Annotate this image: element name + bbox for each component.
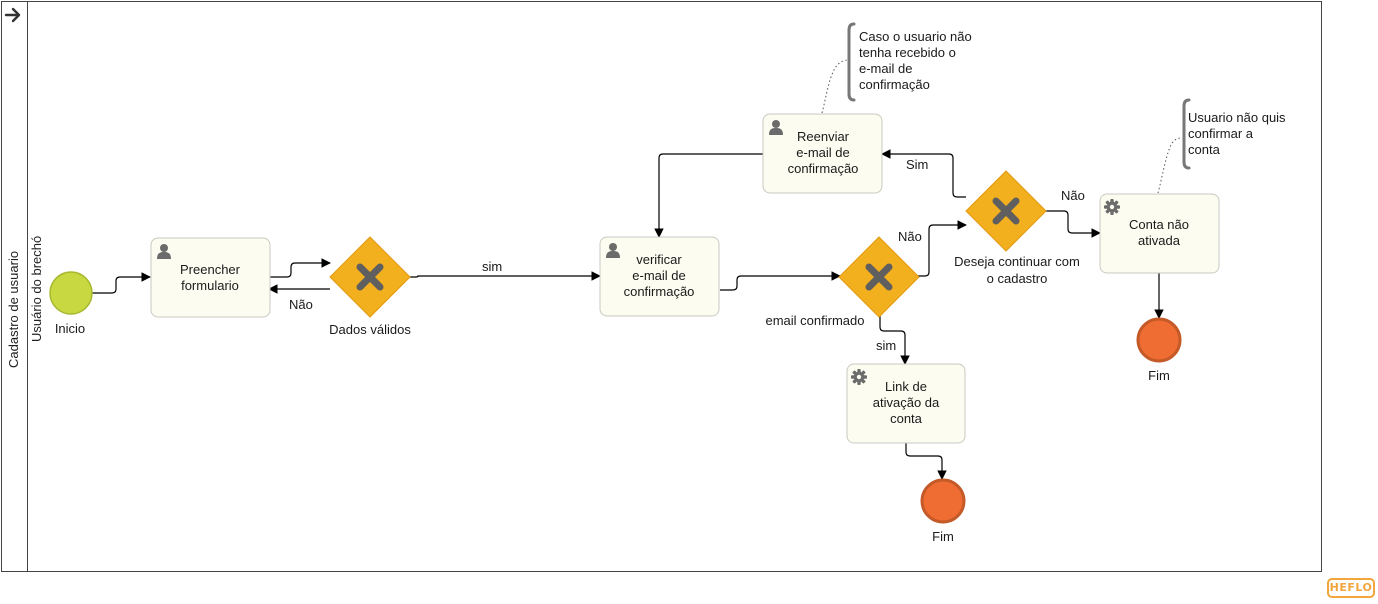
task-label-line: Conta não [1129, 217, 1189, 232]
end-event[interactable] [1136, 317, 1182, 363]
annotation-line: Usuario não quis [1188, 110, 1286, 125]
end-event-label: Fim [1148, 368, 1170, 383]
annotation-reenviar: Caso o usuario não tenha recebido o e-ma… [821, 22, 972, 114]
flow-deseja-to-reenviar[interactable] [881, 149, 966, 198]
annotation-line: confirmação [859, 77, 930, 92]
annotation-line: conta [1188, 142, 1221, 157]
flow-label-sim-email: sim [876, 338, 896, 353]
start-event-label: Inicio [55, 321, 85, 336]
flow-email-to-deseja[interactable] [918, 220, 967, 277]
expand-arrow-icon[interactable] [4, 7, 21, 23]
task-conta-nao-ativada[interactable]: Conta não ativada [1099, 193, 1220, 274]
task-label-line: verificar [636, 252, 682, 267]
task-preencher-formulario[interactable]: Preencher formulario [150, 237, 271, 318]
flow-label-nao-continuar: Não [1061, 188, 1085, 203]
flow-label-nao-email: Não [898, 229, 922, 244]
end-event-label: Fim [932, 529, 954, 544]
pool-label: Cadastro de usuario [6, 251, 21, 368]
flow-gateway-to-verificar[interactable] [410, 271, 601, 281]
annotation-conta: Usuario não quis confirmar a conta [1157, 98, 1286, 194]
start-event[interactable] [49, 271, 93, 315]
gear-icon [1104, 199, 1120, 215]
task-verificar-email[interactable]: verificar e-mail de confirmação [599, 236, 720, 317]
gateway-label-dados-validos: Dados válidos [329, 322, 411, 337]
gateway-deseja-continuar[interactable] [965, 170, 1047, 252]
task-label-line: Reenviar [797, 129, 850, 144]
task-label-line: confirmação [624, 284, 695, 299]
annotation-line: confirmar a [1188, 126, 1254, 141]
task-label-line: e-mail de [632, 268, 685, 283]
lane-label: Usuário do brechó [29, 236, 44, 342]
flow-label-nao-dados: Não [289, 297, 313, 312]
task-label-line: ativação da [873, 395, 940, 410]
gear-icon [851, 369, 867, 385]
task-label-line: ativada [1138, 233, 1181, 248]
task-reenviar-email[interactable]: Reenviar e-mail de confirmação [762, 113, 883, 194]
annotation-line: e-mail de [859, 61, 912, 76]
flow-preencher-to-gateway[interactable] [270, 258, 331, 278]
end-event[interactable] [920, 478, 966, 524]
task-label-line: confirmação [788, 161, 859, 176]
task-label-line: formulario [181, 278, 239, 293]
task-label-line: e-mail de [796, 145, 849, 160]
flow-email-to-link[interactable] [879, 316, 910, 365]
flow-link-to-end[interactable] [905, 443, 947, 480]
flow-label-sim-reenviar: Sim [906, 157, 928, 172]
flow-label-sim-dados: sim [482, 259, 502, 274]
gateway-label-email-confirmado: email confirmado [766, 313, 865, 328]
gateway-label-line: Deseja continuar com [954, 254, 1080, 269]
task-label-line: Link de [885, 379, 927, 394]
flow-verificar-to-gateway[interactable] [720, 271, 841, 291]
flow-start-to-preencher[interactable] [92, 272, 151, 294]
task-link-ativacao[interactable]: Link de ativação da conta [846, 363, 966, 444]
flow-deseja-to-conta[interactable] [1046, 210, 1101, 238]
annotation-line: Caso o usuario não [859, 29, 972, 44]
heflo-logo: HEFLO [1327, 578, 1375, 598]
annotation-line: tenha recebido o [859, 45, 956, 60]
flow-reenviar-to-verificar[interactable] [654, 153, 763, 238]
task-label-line: conta [890, 411, 923, 426]
task-label-line: Preencher [180, 262, 241, 277]
gateway-email-confirmado[interactable] [838, 236, 920, 318]
gateway-label-line: o cadastro [987, 271, 1048, 286]
gateway-dados-validos[interactable] [329, 236, 411, 318]
